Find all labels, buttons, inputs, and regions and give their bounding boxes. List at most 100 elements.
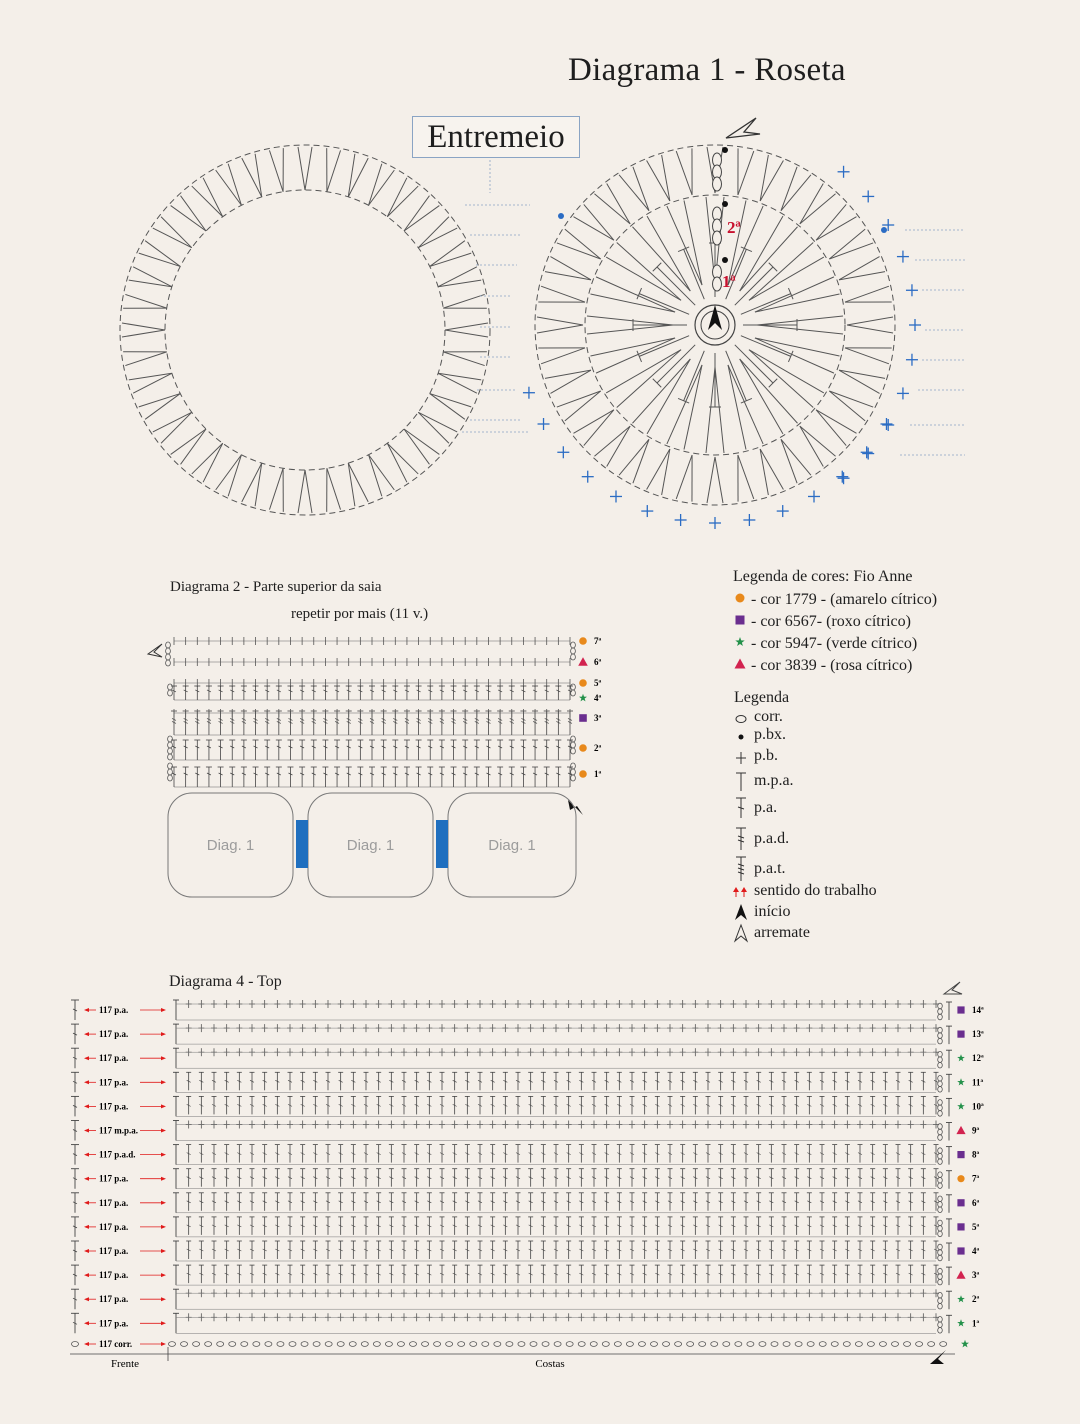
tall-stitch-bar — [241, 721, 247, 724]
tall-stitch-bar — [933, 1080, 939, 1083]
v-stitch-leg — [756, 324, 844, 335]
v-stitch-leg — [838, 271, 886, 281]
tall-stitch-bar — [211, 1272, 217, 1276]
red-arrowhead — [84, 1056, 89, 1061]
v-stitch-leg — [754, 293, 840, 313]
chain-oval — [937, 1201, 943, 1208]
v-stitch-leg — [815, 409, 857, 434]
tall-stitch-bar — [334, 718, 340, 721]
round-label: 2ª — [727, 218, 741, 237]
tall-stitch-bar — [769, 1152, 774, 1155]
v-stitch-leg — [125, 351, 167, 367]
tall-stitch-bar — [452, 1272, 457, 1276]
v-stitch-leg — [444, 322, 489, 331]
tall-stitch-bar — [300, 1224, 305, 1228]
tall-stitch-bar — [933, 1272, 939, 1276]
chain-oval — [650, 1341, 658, 1347]
chain-oval — [300, 1341, 309, 1347]
chain-oval — [937, 1099, 943, 1106]
tall-stitch-bar — [311, 772, 316, 776]
tall-stitch-bar — [857, 1224, 863, 1228]
tall-stitch-bar — [465, 1200, 470, 1204]
tall-stitch-bar — [705, 1152, 711, 1155]
tall-stitch-bar — [414, 1080, 419, 1083]
tall-stitch-bar — [334, 721, 340, 724]
spoke-stitch — [734, 344, 774, 384]
tall-stitch-bar — [667, 1248, 673, 1252]
tall-stitch-bar — [680, 1224, 685, 1228]
tall-stitch-bar — [416, 745, 421, 749]
tall-stitch-bar — [300, 1248, 305, 1252]
d2-row-label: 5ª — [594, 678, 602, 688]
chain-oval — [445, 1341, 454, 1347]
spoke-stitch — [639, 335, 690, 357]
tall-stitch-bar — [376, 1176, 381, 1179]
tall-stitch-bar — [883, 1272, 888, 1276]
tall-stitch-bar — [300, 1176, 305, 1179]
tall-stitch-bar — [832, 1224, 837, 1228]
tall-stitch-bar — [186, 1272, 191, 1276]
tall-stitch-bar — [313, 1152, 318, 1155]
tall-stitch-bar — [351, 1200, 356, 1204]
v-stitch-leg — [180, 195, 207, 232]
red-arrowhead — [84, 1321, 89, 1326]
tall-stitch-bar — [265, 718, 270, 721]
tall-stitch-bar — [230, 745, 235, 749]
tall-stitch-bar — [781, 1176, 787, 1179]
tall-stitch-bar — [338, 1104, 343, 1107]
tall-stitch-bar — [346, 689, 351, 693]
v-stitch-leg — [675, 454, 693, 500]
v-stitch-leg — [586, 315, 674, 326]
v-stitch-leg — [828, 390, 866, 422]
tall-stitch-bar — [389, 1200, 394, 1204]
red-arrowhead — [161, 1128, 166, 1133]
tall-stitch-bar — [617, 1200, 622, 1204]
chain-oval — [937, 1152, 943, 1160]
tall-stitch-bar — [693, 1224, 698, 1228]
v-stitch-leg — [144, 393, 181, 420]
v-stitch-leg — [138, 252, 181, 267]
d4-row-count: 117 m.p.a. — [99, 1126, 138, 1136]
tall-stitch-bar — [579, 1224, 584, 1228]
chain-oval — [937, 1013, 943, 1021]
chain-oval — [165, 641, 171, 649]
tall-stitch-bar — [358, 721, 363, 724]
tall-stitch-bar — [199, 1152, 204, 1155]
tall-stitch-bar — [567, 721, 573, 724]
tall-stitch-bar — [604, 1176, 609, 1179]
tall-stitch-bar — [532, 721, 538, 724]
tall-stitch-bar — [521, 721, 526, 724]
tall-stitch-bar — [556, 721, 561, 724]
chain-oval — [937, 1123, 943, 1130]
tall-stitch-bar — [781, 1104, 787, 1107]
tall-stitch-bar — [503, 1080, 508, 1083]
tall-stitch-bar — [414, 1200, 419, 1204]
tall-stitch-bar — [262, 1200, 267, 1204]
tall-stitch-bar — [604, 1080, 609, 1083]
row-left-bar — [72, 1129, 78, 1132]
tall-stitch-bar — [369, 689, 375, 693]
start-arrow-icon — [735, 904, 747, 920]
chain-oval — [192, 1341, 201, 1347]
tall-stitch-bar — [693, 1248, 698, 1252]
v-stitch-leg — [121, 322, 166, 331]
spoke-stitch — [656, 266, 696, 306]
color-legend-title: Legenda de cores: Fio Anne — [733, 568, 913, 585]
v-stitch-leg — [215, 169, 242, 206]
v-stitch-leg — [618, 438, 650, 476]
tall-stitch-bar — [376, 1104, 381, 1107]
red-arrowhead — [161, 1200, 166, 1205]
tall-stitch-bar — [845, 1200, 850, 1204]
v-stitch-leg — [403, 428, 440, 455]
tall-stitch-bar — [541, 1104, 546, 1107]
tall-stitch-bar — [376, 1248, 381, 1252]
tall-stitch-bar — [428, 721, 433, 724]
tall-stitch-bar — [452, 1248, 457, 1252]
tall-stitch-bar — [743, 1272, 749, 1276]
tall-stitch-bar — [393, 718, 398, 721]
tall-stitch-bar — [325, 1272, 331, 1276]
tall-stitch-bar — [579, 1248, 584, 1252]
tall-stitch-bar — [404, 689, 410, 693]
tall-stitch-bar — [807, 1152, 812, 1155]
